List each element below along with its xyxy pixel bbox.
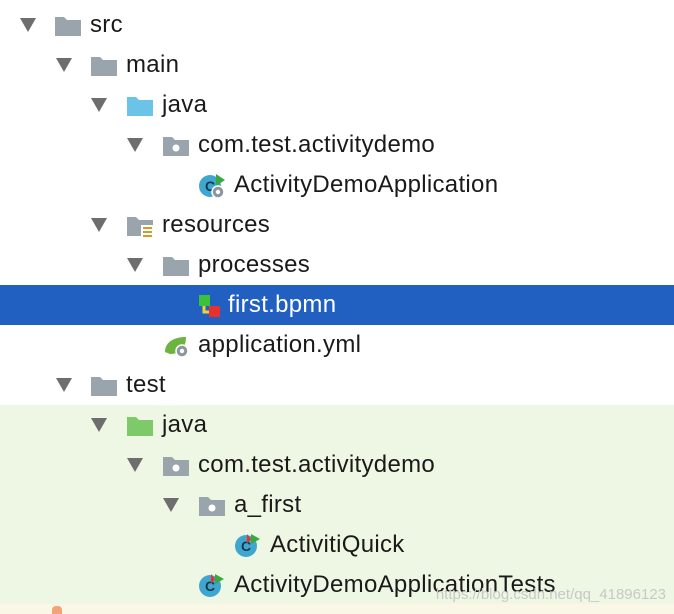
tree-row-processes[interactable]: processes bbox=[0, 245, 674, 285]
tree-row-test-package[interactable]: com.test.activitydemo bbox=[0, 445, 674, 485]
svg-text:C: C bbox=[205, 178, 215, 194]
tree-item-label: first.bpmn bbox=[228, 291, 337, 318]
tree-item-label: a_first bbox=[234, 491, 302, 518]
runnable-class-icon: C bbox=[234, 534, 262, 558]
tree-item-label: ActivitiQuick bbox=[270, 531, 405, 558]
expand-arrow-icon[interactable] bbox=[91, 218, 107, 232]
folder-icon bbox=[54, 14, 82, 38]
file-icon bbox=[52, 606, 62, 614]
expand-arrow-icon[interactable] bbox=[163, 498, 179, 512]
expand-arrow-icon[interactable] bbox=[91, 98, 107, 112]
expand-arrow-icon[interactable] bbox=[127, 258, 143, 272]
tree-item-label: ActivityDemoApplicationTests bbox=[234, 571, 556, 598]
tree-row-resources[interactable]: resources bbox=[0, 205, 674, 245]
expand-arrow-icon[interactable] bbox=[56, 58, 72, 72]
tree-item-label: com.test.activitydemo bbox=[198, 131, 436, 158]
tree-item-label: java bbox=[162, 91, 208, 118]
folder-icon bbox=[162, 254, 190, 278]
watermark: https://blog.csdn.net/qq_41896123 bbox=[435, 586, 666, 603]
tree-item-label: test bbox=[126, 371, 166, 398]
tree-row-a-first[interactable]: a_first bbox=[0, 485, 674, 525]
tree-item-label: processes bbox=[198, 251, 311, 278]
tree-row-main-package[interactable]: com.test.activitydemo bbox=[0, 125, 674, 165]
tree-item-label: src bbox=[90, 11, 123, 38]
runnable-class-icon: C bbox=[198, 574, 226, 598]
tree-item-label: ActivityDemoApplication bbox=[234, 171, 499, 198]
expand-arrow-icon[interactable] bbox=[56, 378, 72, 392]
tree-row-src[interactable]: src bbox=[0, 5, 674, 45]
tree-item-label: java bbox=[162, 411, 208, 438]
tree-row-test-java[interactable]: java bbox=[0, 405, 674, 445]
expand-arrow-icon[interactable] bbox=[127, 458, 143, 472]
tree-row-first-bpmn[interactable]: first.bpmn bbox=[0, 285, 674, 325]
expand-arrow-icon[interactable] bbox=[91, 418, 107, 432]
svg-text:C: C bbox=[205, 578, 215, 594]
tree-row-main-java[interactable]: java bbox=[0, 85, 674, 125]
package-folder-icon bbox=[198, 494, 226, 518]
package-folder-icon bbox=[162, 134, 190, 158]
resources-folder-icon bbox=[126, 214, 154, 238]
spring-boot-class-icon: C bbox=[198, 174, 226, 198]
spring-config-icon bbox=[162, 334, 190, 358]
svg-text:C: C bbox=[241, 538, 251, 554]
tree-row-app-yml[interactable]: application.yml bbox=[0, 325, 674, 365]
tree-item-label: application.yml bbox=[198, 331, 362, 358]
folder-icon bbox=[90, 54, 118, 78]
expand-arrow-icon[interactable] bbox=[20, 18, 36, 32]
test-root-folder-icon bbox=[126, 414, 154, 438]
tree-item-label: com.test.activitydemo bbox=[198, 451, 436, 478]
next-row-strip bbox=[0, 604, 674, 614]
bpmn-file-icon bbox=[197, 294, 225, 318]
expand-arrow-icon[interactable] bbox=[127, 138, 143, 152]
tree-row-app-tests[interactable]: C ActivityDemoApplicationTests bbox=[0, 565, 674, 605]
tree-item-label: resources bbox=[162, 211, 271, 238]
package-folder-icon bbox=[162, 454, 190, 478]
source-root-folder-icon bbox=[126, 94, 154, 118]
folder-icon bbox=[90, 374, 118, 398]
tree-row-activiti-quick[interactable]: C ActivitiQuick bbox=[0, 525, 674, 565]
tree-row-app-class[interactable]: C ActivityDemoApplication bbox=[0, 165, 674, 205]
tree-item-label: main bbox=[126, 51, 180, 78]
tree-row-main[interactable]: main bbox=[0, 45, 674, 85]
tree-row-test[interactable]: test bbox=[0, 365, 674, 405]
